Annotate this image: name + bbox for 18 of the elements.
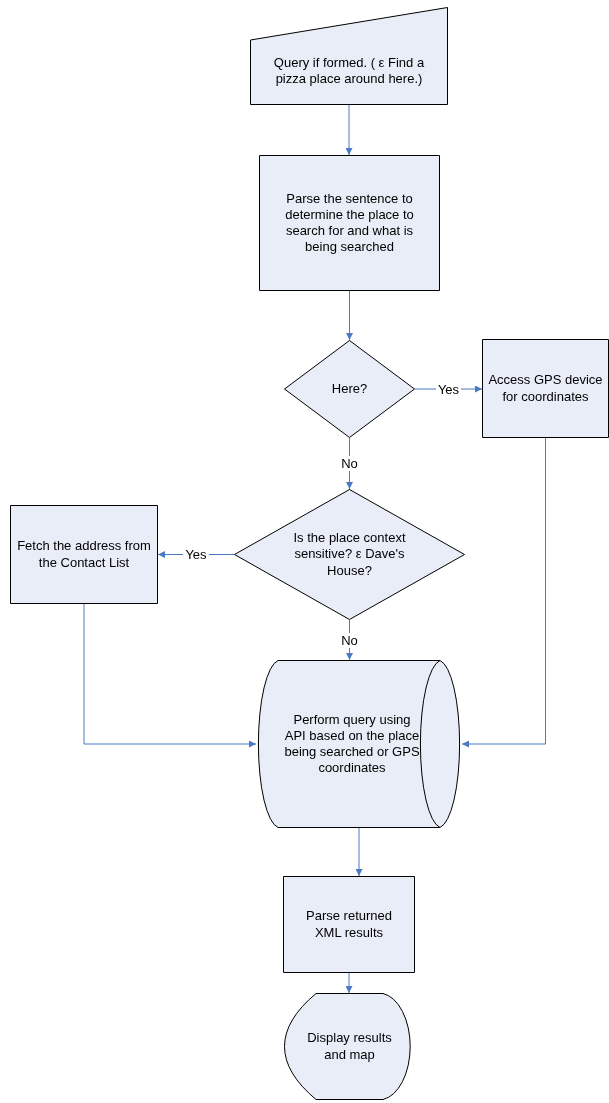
arrow [346, 290, 353, 341]
node-text: Parse the sentence to determine the place to search for and what is being searched [284, 190, 415, 256]
arrow [345, 104, 353, 156]
node-text: Query if formed. ( ε Find a pizza place around here.) [272, 54, 426, 88]
node-text: Is the place context sensitive? ε Dave's House? [292, 530, 407, 579]
edge-label: No [339, 632, 360, 648]
arrow [83, 603, 257, 748]
node-text: Display results and map [306, 1030, 393, 1063]
node-text: Perform query using API based on the place being searched or GPS coordinates [283, 711, 421, 777]
arrow [355, 827, 363, 877]
node-text: Access GPS device for coordinates [488, 372, 603, 405]
node-text: Fetch the address from the Contact List [16, 538, 152, 571]
node-text: Here? [331, 380, 368, 398]
edge-label: No [339, 456, 360, 471]
node-text: Parse returned XML results [305, 908, 393, 941]
edge-label: Yes [183, 547, 209, 562]
arrow [345, 972, 353, 994]
arrow [461, 437, 546, 748]
